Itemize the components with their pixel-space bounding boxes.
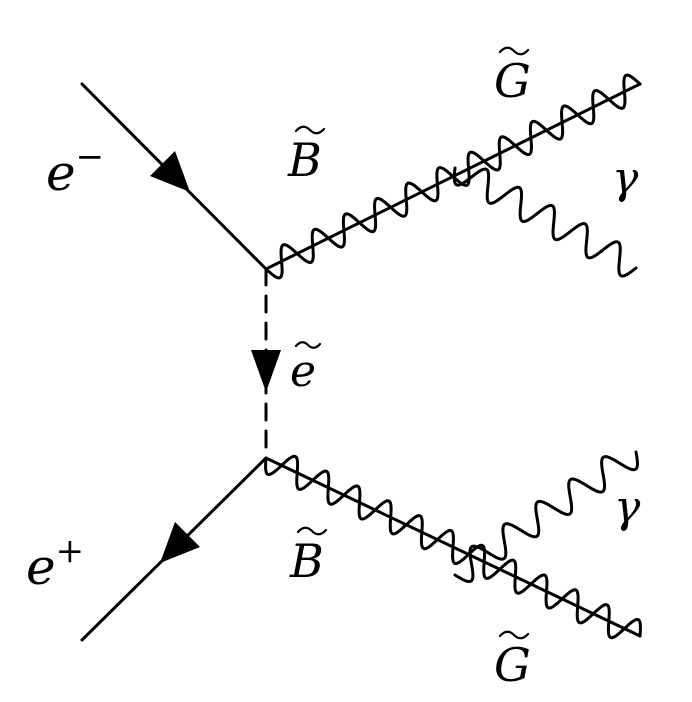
selectron-label: e — [290, 346, 316, 397]
selectron-arrow — [251, 350, 281, 392]
photon-top-label: γ — [612, 153, 639, 204]
gravitino-top-tilde — [498, 46, 530, 56]
electron-label: e− — [46, 137, 104, 202]
bino-gravitino-bottom-wave — [264, 454, 642, 640]
gravitino-bottom-label: G — [494, 638, 531, 692]
bino-top-tilde — [294, 125, 326, 135]
positron-arrow — [160, 522, 200, 563]
bino-bottom-label: B — [289, 534, 324, 588]
gravitino-bottom-tilde — [498, 630, 530, 640]
photon-bottom-wave — [453, 450, 639, 584]
electron-arrow — [150, 151, 190, 192]
photon-top-wave — [452, 166, 638, 278]
bino-bottom-tilde — [296, 526, 328, 536]
gravitino-top-label: G — [494, 54, 531, 108]
selectron-tilde — [294, 341, 322, 349]
photon-bottom-label: γ — [614, 482, 641, 533]
bino-top-label: B — [287, 133, 322, 187]
positron-label: e+ — [26, 531, 84, 596]
